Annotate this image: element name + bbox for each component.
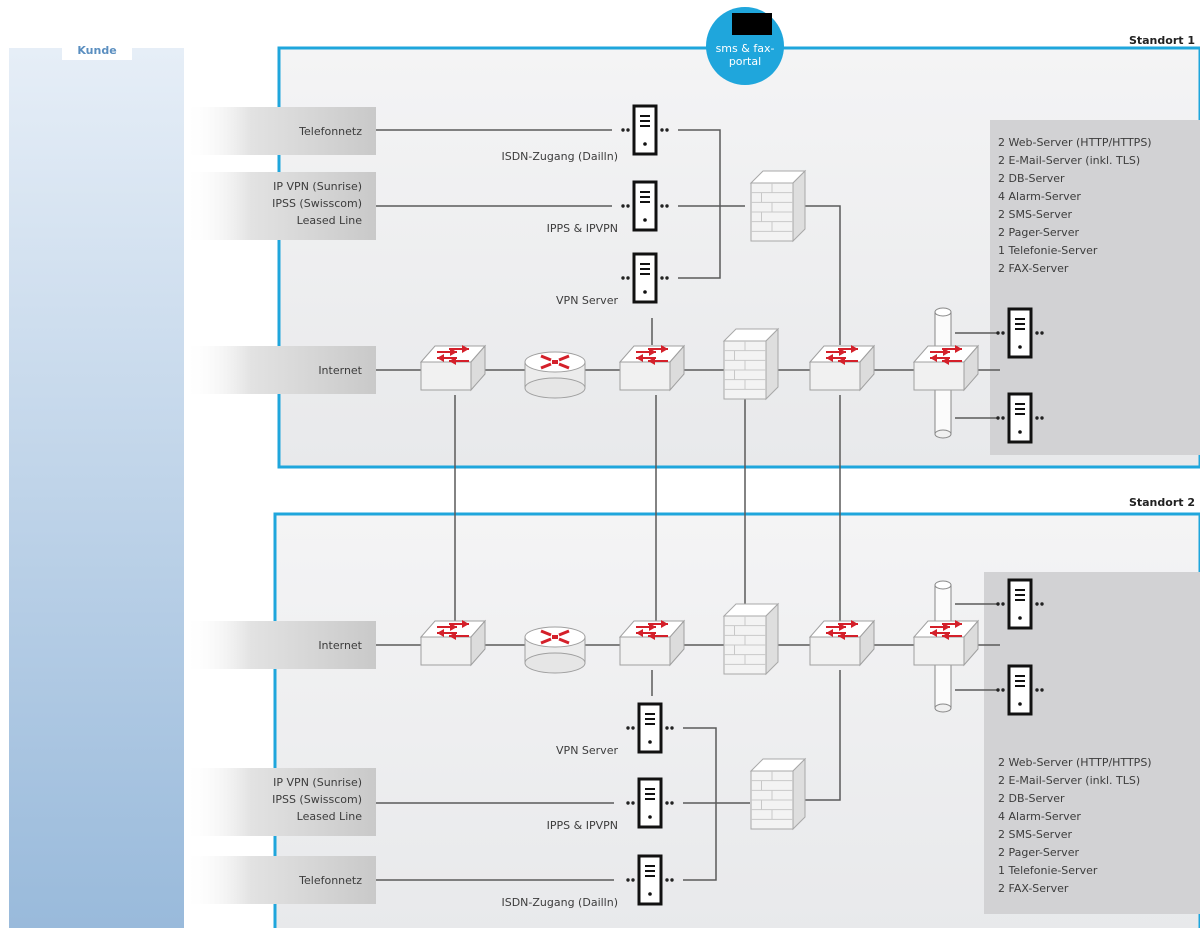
- site2-ipvpn-tag: [184, 768, 376, 836]
- devices: [419, 104, 1044, 906]
- sms-fax-portal[interactable]: sms & fax- portal: [706, 7, 784, 85]
- site2-router: [524, 626, 586, 674]
- site2-server-item: 2 FAX-Server: [998, 882, 1069, 895]
- site1-server-item: 4 Alarm-Server: [998, 190, 1081, 203]
- site1-server-item: 2 Pager-Server: [998, 226, 1079, 239]
- site2-server-list: 2 Web-Server (HTTP/HTTPS) 2 E-Mail-Serve…: [998, 756, 1152, 895]
- site1-ipvpn-line1: IP VPN (Sunrise): [273, 180, 362, 193]
- site2-isdn-server: [626, 854, 674, 906]
- site1-core-switch: [618, 344, 686, 392]
- site2-ipvpn-line3: Leased Line: [297, 810, 363, 823]
- site2-server-item: 2 E-Mail-Server (inkl. TLS): [998, 774, 1140, 787]
- site2-core-switch: [618, 619, 686, 667]
- site1-ipps-label: IPPS & IPVPN: [547, 222, 618, 235]
- site1-server-item: 2 FAX-Server: [998, 262, 1069, 275]
- site1-firewall-access: [749, 169, 807, 243]
- site1-internet-label: Internet: [318, 364, 362, 377]
- site2-server-switch: [912, 619, 980, 667]
- site2-internet-tag: [184, 621, 376, 669]
- site1-ipps-server: [621, 180, 669, 232]
- site1-dmz-switch: [808, 344, 876, 392]
- site2-server-item: 2 SMS-Server: [998, 828, 1072, 841]
- site1-firewall-main: [722, 327, 780, 401]
- site2-vpn-label: VPN Server: [556, 744, 618, 757]
- site2-ipps-server: [626, 777, 674, 829]
- site1-internet-tag: [184, 346, 376, 394]
- site1-server-switch: [912, 344, 980, 392]
- site2-telefonnetz-tag: [184, 856, 376, 904]
- site2-vpn-server: [626, 702, 674, 754]
- site1-ipvpn-line3: Leased Line: [297, 214, 363, 227]
- site1-telefonnetz-label: Telefonnetz: [298, 125, 362, 138]
- site2-dmz-switch: [808, 619, 876, 667]
- site1-server-1: [996, 307, 1044, 359]
- site2-title: Standort 2: [1129, 496, 1195, 509]
- site2-server-item: 2 Web-Server (HTTP/HTTPS): [998, 756, 1152, 769]
- portal-line2: portal: [729, 55, 761, 68]
- kunde-column: [9, 48, 184, 928]
- site1-ipvpn-tag: [184, 172, 376, 240]
- site1-telefonnetz-tag: [184, 107, 376, 155]
- site1-server-item: 2 Web-Server (HTTP/HTTPS): [998, 136, 1152, 149]
- site2-ipps-label: IPPS & IPVPN: [547, 819, 618, 832]
- site2-ipvpn-line2: IPSS (Swisscom): [272, 793, 362, 806]
- site1-title: Standort 1: [1129, 34, 1195, 47]
- site1-internet-switch: [419, 344, 487, 392]
- site1-isdn-server: [621, 104, 669, 156]
- site2-firewall-access: [749, 757, 807, 831]
- site2-ipvpn-line1: IP VPN (Sunrise): [273, 776, 362, 789]
- site1-isdn-label: ISDN-Zugang (Dailln): [501, 150, 618, 163]
- site1-server-item: 1 Telefonie-Server: [998, 244, 1098, 257]
- site2-internet-switch: [419, 619, 487, 667]
- site1-vpn-server: [621, 252, 669, 304]
- site2-server-2: [996, 664, 1044, 716]
- site1-server-item: 2 SMS-Server: [998, 208, 1072, 221]
- site1-vpn-label: VPN Server: [556, 294, 618, 307]
- site2-firewall-main: [722, 602, 780, 676]
- site2-server-item: 4 Alarm-Server: [998, 810, 1081, 823]
- site2-server-item: 2 DB-Server: [998, 792, 1065, 805]
- kunde-label-box: [62, 38, 132, 60]
- site1-ipvpn-line2: IPSS (Swisscom): [272, 197, 362, 210]
- site2-isdn-label: ISDN-Zugang (Dailln): [501, 896, 618, 909]
- site1-server-2: [996, 392, 1044, 444]
- portal-line1: sms & fax-: [716, 42, 775, 55]
- site1-server-list: 2 Web-Server (HTTP/HTTPS) 2 E-Mail-Serve…: [998, 136, 1152, 275]
- site1-router: [524, 351, 586, 399]
- site2-internet-label: Internet: [318, 639, 362, 652]
- kunde-label: Kunde: [77, 44, 116, 57]
- site1-server-item: 2 DB-Server: [998, 172, 1065, 185]
- site2-server-item: 1 Telefonie-Server: [998, 864, 1098, 877]
- site2-telefonnetz-label: Telefonnetz: [298, 874, 362, 887]
- site2-server-1: [996, 578, 1044, 630]
- portal-logo-block: [732, 13, 772, 35]
- site2-server-item: 2 Pager-Server: [998, 846, 1079, 859]
- site1-server-item: 2 E-Mail-Server (inkl. TLS): [998, 154, 1140, 167]
